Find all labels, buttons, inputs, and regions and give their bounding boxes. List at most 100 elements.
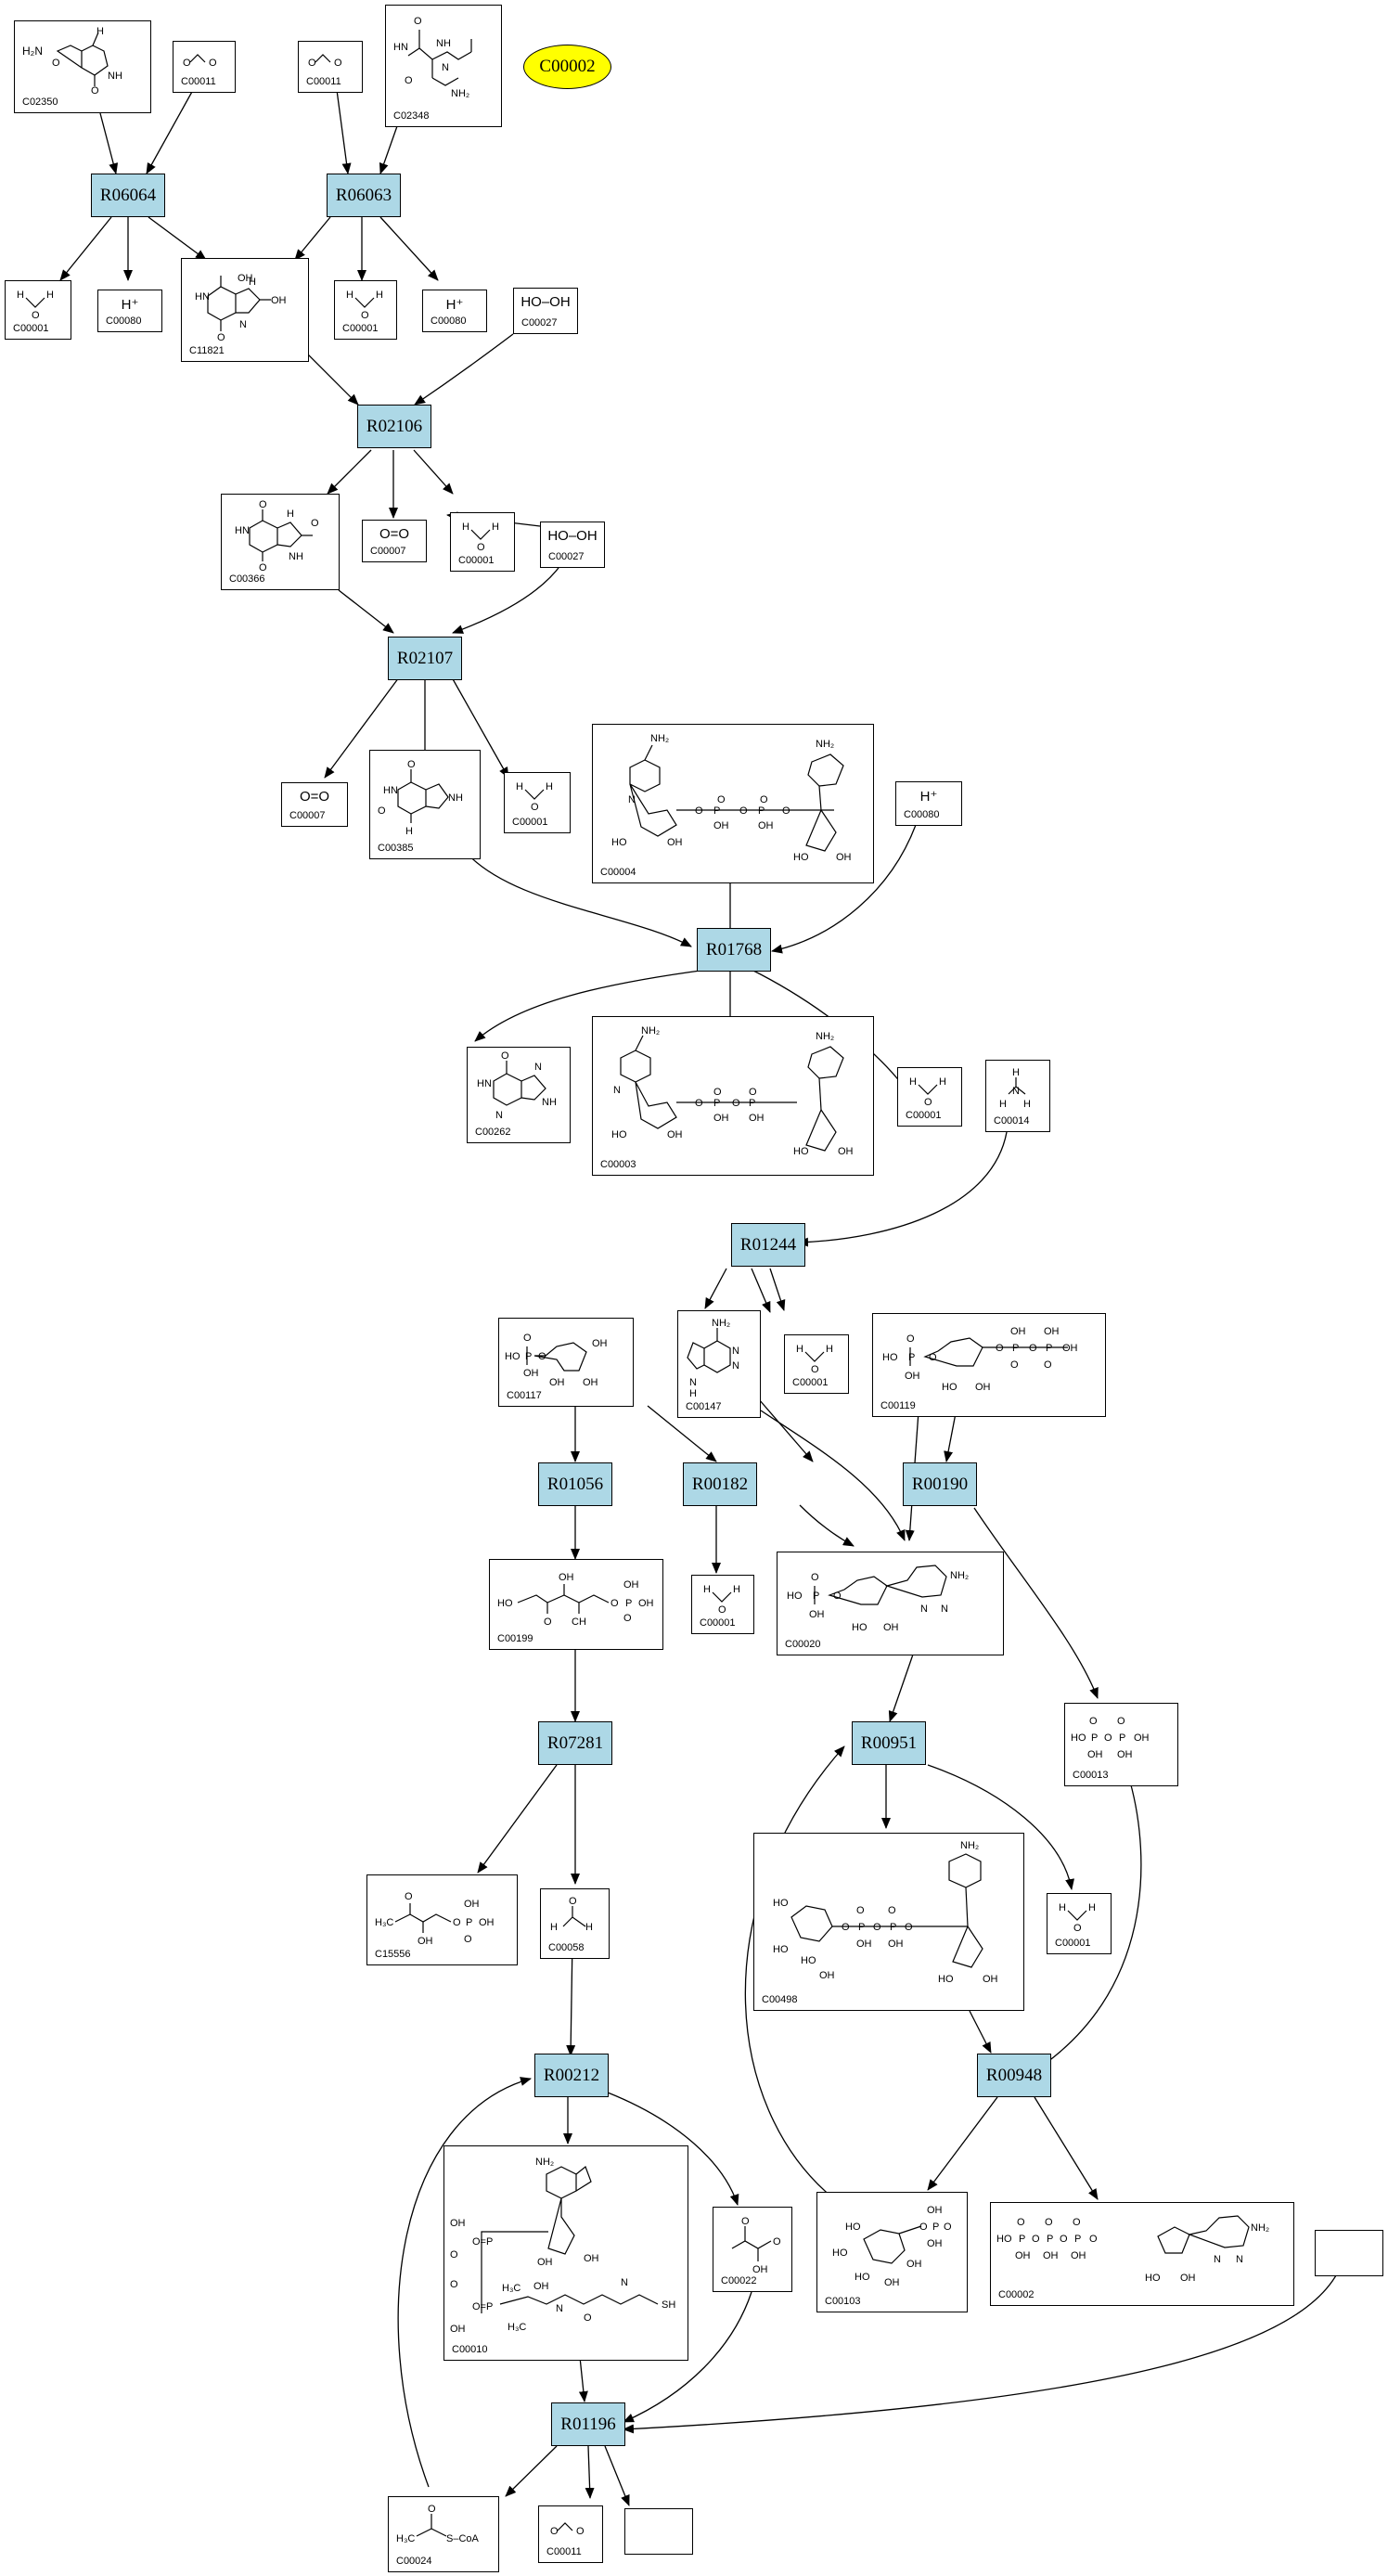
- svg-text:HO: HO: [773, 1944, 789, 1955]
- empty-compound-node[interactable]: [624, 2508, 693, 2555]
- svg-text:H₃C: H₃C: [375, 1917, 393, 1928]
- reaction-node-r06064[interactable]: R06064: [91, 174, 165, 217]
- svg-text:O: O: [833, 1591, 842, 1602]
- svg-text:P: P: [758, 805, 765, 817]
- svg-text:O: O: [732, 1098, 740, 1109]
- reaction-node-r01768[interactable]: R01768: [697, 928, 771, 972]
- highlight-compound-ellipse[interactable]: C00002: [523, 45, 611, 89]
- compound-node-c00027[interactable]: HO–OH C00027: [513, 288, 578, 334]
- svg-text:P: P: [1074, 2234, 1081, 2245]
- edge: [797, 1131, 1008, 1247]
- compound-id: C00007: [289, 810, 326, 821]
- svg-text:O: O: [760, 794, 768, 805]
- reaction-node-r00190[interactable]: R00190: [903, 1462, 977, 1506]
- svg-text:O: O: [407, 759, 416, 770]
- reaction-node-r01196[interactable]: R01196: [551, 2402, 625, 2446]
- svg-text:OH: OH: [418, 1936, 433, 1947]
- reaction-node-r01056[interactable]: R01056: [538, 1462, 612, 1506]
- reaction-node-r06063[interactable]: R06063: [327, 174, 401, 217]
- reaction-node-r07281[interactable]: R07281: [538, 1721, 612, 1765]
- svg-text:N: N: [732, 1346, 739, 1357]
- compound-node-c00027[interactable]: HO–OH C00027: [540, 522, 605, 568]
- reaction-node-r00182[interactable]: R00182: [683, 1462, 757, 1506]
- svg-text:NH₂: NH₂: [650, 733, 669, 744]
- compound-id: C00103: [825, 2296, 861, 2307]
- svg-text:P: P: [1047, 2234, 1053, 2245]
- svg-text:H: H: [46, 290, 54, 301]
- edge: [744, 1745, 845, 2198]
- svg-text:OH: OH: [983, 1974, 998, 1985]
- svg-text:O: O: [209, 58, 217, 69]
- compound-id: C00007: [370, 546, 406, 557]
- reaction-node-r02106[interactable]: R02106: [357, 405, 431, 448]
- reaction-node-r00948[interactable]: R00948: [977, 2054, 1051, 2097]
- empty-compound-node[interactable]: [1315, 2230, 1383, 2276]
- svg-text:O: O: [1032, 2234, 1040, 2245]
- compound-node-c00007[interactable]: O=O C00007: [362, 520, 427, 562]
- svg-text:O: O: [584, 2312, 592, 2324]
- edge: [148, 216, 207, 261]
- svg-text:O: O: [782, 805, 790, 817]
- edge: [623, 2250, 1346, 2434]
- compound-node-c00080[interactable]: H⁺ C00080: [422, 290, 487, 332]
- svg-text:O: O: [464, 1934, 472, 1945]
- compound-node-c00007[interactable]: O=O C00007: [281, 782, 348, 827]
- reaction-node-r02107[interactable]: R02107: [388, 637, 462, 680]
- svg-text:O: O: [259, 562, 267, 573]
- svg-text:HO: HO: [505, 1351, 520, 1362]
- reaction-node-r00951[interactable]: R00951: [852, 1721, 926, 1765]
- svg-text:OH: OH: [819, 1970, 835, 1981]
- reaction-node-r01244[interactable]: R01244: [731, 1223, 805, 1267]
- svg-text:HO: HO: [852, 1622, 868, 1633]
- svg-text:O: O: [405, 75, 413, 86]
- water-structure-icon: HOH: [703, 1584, 740, 1616]
- compound-node-c00080[interactable]: H⁺ C00080: [97, 290, 162, 332]
- svg-text:N: N: [689, 1377, 697, 1388]
- svg-text:OH: OH: [1117, 1749, 1133, 1760]
- svg-text:O: O: [1044, 1359, 1052, 1371]
- svg-text:O: O: [888, 1905, 896, 1916]
- svg-text:P: P: [1119, 1732, 1125, 1744]
- compound-formula: H⁺: [121, 297, 139, 313]
- reaction-node-r00212[interactable]: R00212: [534, 2054, 609, 2097]
- compound-node-c00080[interactable]: H⁺ C00080: [895, 781, 962, 826]
